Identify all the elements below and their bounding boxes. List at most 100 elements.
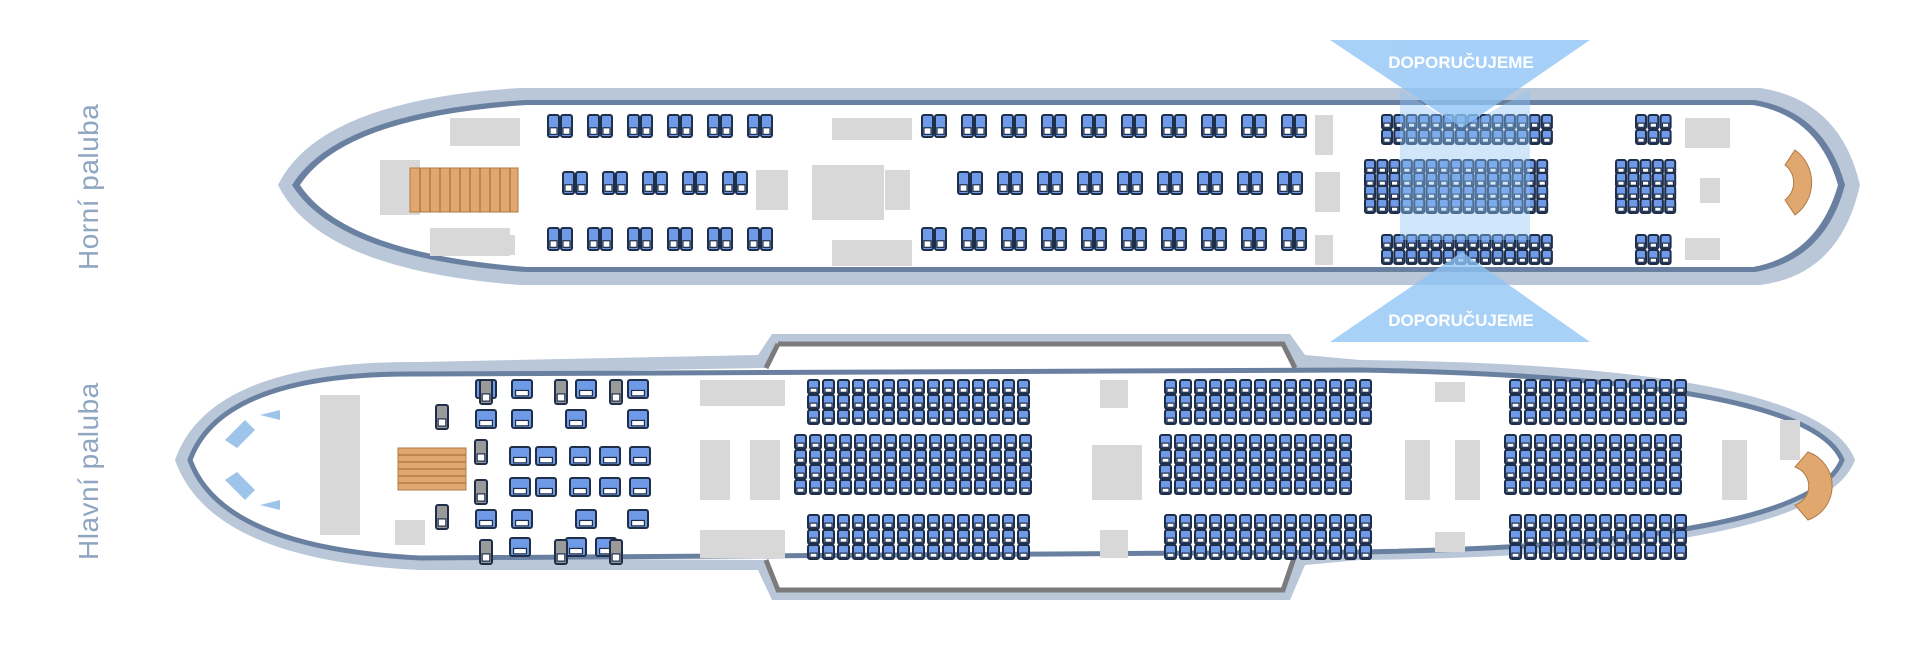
seat-icon[interactable] bbox=[987, 379, 1000, 395]
seat-icon[interactable] bbox=[1674, 544, 1687, 560]
seat-icon[interactable] bbox=[899, 479, 912, 495]
seat-icon[interactable] bbox=[1509, 514, 1522, 530]
seat-icon[interactable] bbox=[824, 434, 837, 450]
seat-icon[interactable] bbox=[1615, 159, 1627, 175]
seat-icon[interactable] bbox=[957, 409, 970, 425]
seat-icon[interactable] bbox=[1117, 171, 1130, 195]
seat-icon[interactable] bbox=[575, 509, 597, 529]
seat-icon[interactable] bbox=[1224, 544, 1237, 560]
seat-icon[interactable] bbox=[807, 409, 820, 425]
seat-icon[interactable] bbox=[1629, 544, 1642, 560]
seat-icon[interactable] bbox=[1381, 234, 1393, 250]
seat-icon[interactable] bbox=[1528, 129, 1541, 145]
seat-icon[interactable] bbox=[807, 514, 820, 530]
seat-icon[interactable] bbox=[1644, 514, 1657, 530]
seat-icon[interactable] bbox=[854, 464, 867, 480]
seat-icon[interactable] bbox=[1294, 449, 1307, 465]
seat-icon[interactable] bbox=[839, 464, 852, 480]
seat-icon[interactable] bbox=[882, 379, 895, 395]
seat-icon[interactable] bbox=[1627, 159, 1640, 175]
seat-icon[interactable] bbox=[1264, 479, 1277, 495]
seat-icon[interactable] bbox=[1509, 379, 1522, 395]
seat-icon[interactable] bbox=[970, 171, 983, 195]
seat-icon[interactable] bbox=[599, 446, 621, 466]
seat-icon[interactable] bbox=[1239, 409, 1252, 425]
seat-icon[interactable] bbox=[1569, 394, 1582, 410]
seat-icon[interactable] bbox=[974, 449, 987, 465]
seat-icon[interactable] bbox=[1549, 434, 1562, 450]
seat-icon[interactable] bbox=[1599, 409, 1612, 425]
seat-icon[interactable] bbox=[839, 434, 852, 450]
seat-icon[interactable] bbox=[1659, 529, 1672, 545]
seat-icon[interactable] bbox=[547, 227, 560, 251]
seat-icon[interactable] bbox=[837, 379, 850, 395]
seat-icon[interactable] bbox=[1281, 114, 1294, 138]
seat-icon[interactable] bbox=[1509, 409, 1522, 425]
seat-icon[interactable] bbox=[1254, 227, 1267, 251]
seat-icon[interactable] bbox=[1264, 464, 1277, 480]
seat-icon[interactable] bbox=[1540, 249, 1553, 265]
seat-icon[interactable] bbox=[942, 394, 955, 410]
seat-icon[interactable] bbox=[929, 479, 942, 495]
seat-icon[interactable] bbox=[509, 537, 531, 557]
seat-icon[interactable] bbox=[1219, 479, 1232, 495]
seat-icon[interactable] bbox=[627, 409, 649, 429]
seat-icon[interactable] bbox=[575, 379, 597, 399]
seat-icon[interactable] bbox=[1339, 449, 1352, 465]
seat-icon[interactable] bbox=[1194, 544, 1207, 560]
seat-icon[interactable] bbox=[1014, 227, 1027, 251]
seat-icon[interactable] bbox=[882, 529, 895, 545]
seat-icon[interactable] bbox=[927, 529, 940, 545]
seat-icon[interactable] bbox=[1001, 114, 1014, 138]
seat-icon[interactable] bbox=[852, 529, 865, 545]
seat-icon[interactable] bbox=[1090, 171, 1103, 195]
seat-icon[interactable] bbox=[1249, 449, 1262, 465]
seat-icon[interactable] bbox=[1599, 394, 1612, 410]
seat-icon[interactable] bbox=[1569, 409, 1582, 425]
seat-icon[interactable] bbox=[1234, 449, 1247, 465]
seat-icon[interactable] bbox=[1524, 514, 1537, 530]
seat-icon[interactable] bbox=[987, 514, 1000, 530]
seat-icon[interactable] bbox=[1159, 434, 1172, 450]
seat-icon[interactable] bbox=[1491, 249, 1504, 265]
seat-icon[interactable] bbox=[972, 544, 985, 560]
seat-icon[interactable] bbox=[1284, 514, 1297, 530]
seat-icon[interactable] bbox=[1504, 129, 1516, 145]
seat-icon[interactable] bbox=[1635, 234, 1647, 250]
seat-icon[interactable] bbox=[1241, 227, 1254, 251]
seat-icon[interactable] bbox=[1393, 129, 1406, 145]
seat-icon[interactable] bbox=[837, 544, 850, 560]
seat-icon[interactable] bbox=[997, 171, 1010, 195]
seat-icon[interactable] bbox=[747, 114, 760, 138]
seat-icon[interactable] bbox=[1002, 529, 1015, 545]
seat-icon[interactable] bbox=[1536, 159, 1549, 175]
seat-icon[interactable] bbox=[1388, 172, 1401, 188]
seat-icon[interactable] bbox=[680, 227, 693, 251]
seat-icon[interactable] bbox=[1647, 114, 1660, 130]
seat-icon[interactable] bbox=[927, 409, 940, 425]
seat-icon[interactable] bbox=[794, 449, 807, 465]
seat-icon[interactable] bbox=[927, 394, 940, 410]
seat-icon[interactable] bbox=[735, 171, 748, 195]
seat-icon[interactable] bbox=[1413, 198, 1426, 214]
seat-icon[interactable] bbox=[1609, 464, 1622, 480]
seat-icon[interactable] bbox=[1554, 529, 1567, 545]
seat-icon[interactable] bbox=[912, 394, 925, 410]
seat-icon[interactable] bbox=[1134, 114, 1147, 138]
seat-icon[interactable] bbox=[1179, 379, 1192, 395]
seat-icon[interactable] bbox=[809, 464, 822, 480]
seat-icon[interactable] bbox=[547, 114, 560, 138]
seat-icon[interactable] bbox=[640, 227, 653, 251]
seat-icon[interactable] bbox=[852, 409, 865, 425]
seat-icon[interactable] bbox=[807, 394, 820, 410]
seat-icon[interactable] bbox=[1214, 227, 1227, 251]
seat-icon[interactable] bbox=[1599, 544, 1612, 560]
seat-icon[interactable] bbox=[1615, 198, 1627, 214]
seat-icon[interactable] bbox=[961, 227, 974, 251]
seat-icon[interactable] bbox=[629, 477, 651, 497]
seat-icon[interactable] bbox=[1041, 114, 1054, 138]
seat-icon[interactable] bbox=[1554, 409, 1567, 425]
seat-icon[interactable] bbox=[1664, 198, 1677, 214]
seat-icon[interactable] bbox=[720, 114, 733, 138]
seat-icon[interactable] bbox=[511, 379, 533, 399]
